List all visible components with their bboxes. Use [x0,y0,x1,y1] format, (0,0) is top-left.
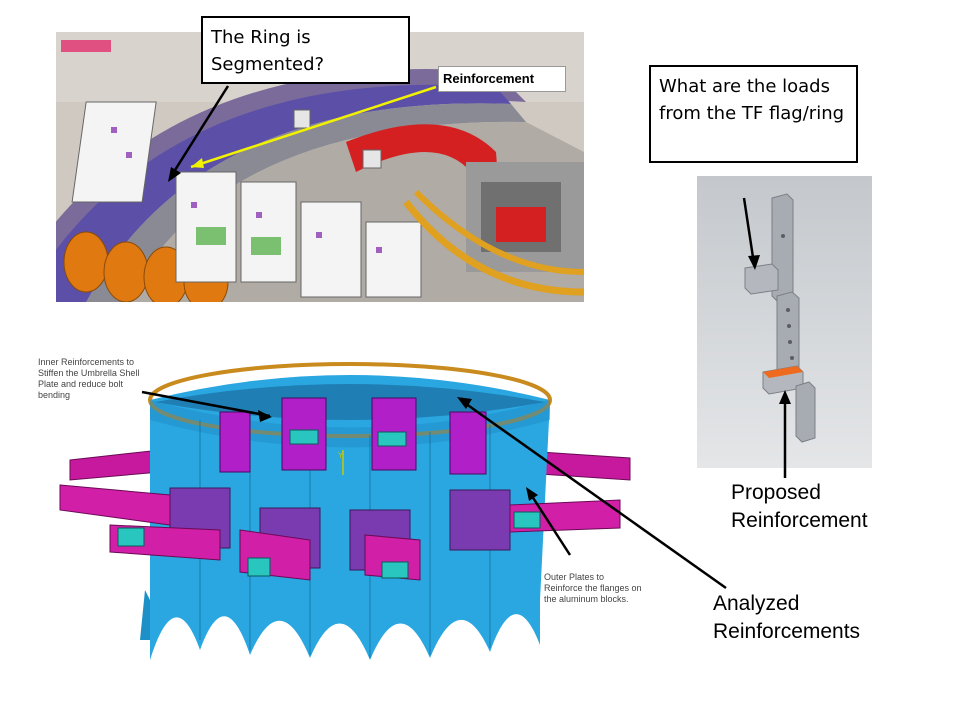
label-proposed-reinforcement: Proposed Reinforcement [731,481,868,532]
reinforcement-tag: Reinforcement [438,66,566,92]
svg-text:Y: Y [338,451,344,460]
callout-ring-segmented: The Ring is Segmented? [201,16,410,84]
note-inner-reinforcements: Inner Reinforcements to Stiffen the Umbr… [38,357,140,400]
proposed-part-photo [697,176,872,468]
fea-model-drawing: Y [59,362,631,660]
callout-loads-question: What are the loads from the TF flag/ring [649,65,858,163]
label-analyzed-reinforcements: Analyzed Reinforcements [713,592,861,643]
note-outer-plates: Outer Plates to Reinforce the flanges on… [544,572,642,604]
fea-model: Y [20,340,680,700]
